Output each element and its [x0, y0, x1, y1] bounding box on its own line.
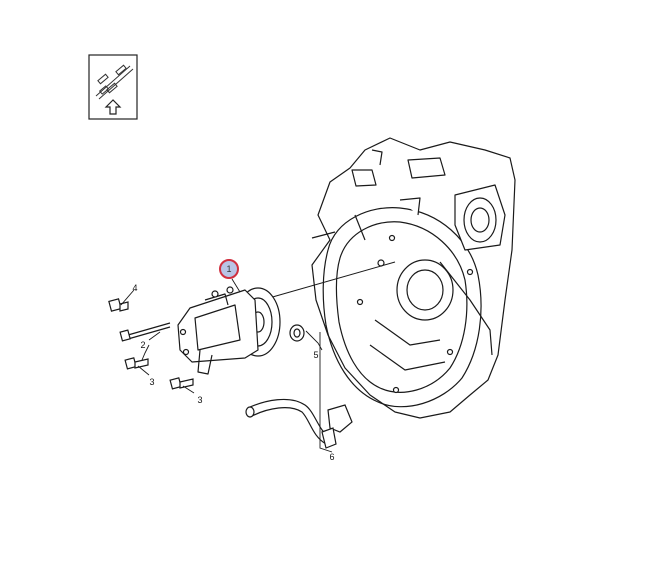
svg-text:2: 2	[140, 340, 145, 350]
svg-text:1: 1	[226, 264, 231, 274]
callout-6: 6	[329, 452, 334, 462]
orientation-arrow-icon	[88, 54, 138, 120]
callout-leaders	[120, 278, 333, 453]
callout-3b: 3	[197, 395, 202, 405]
up-arrow-icon	[104, 99, 122, 115]
alignment-line	[261, 261, 396, 301]
fitting-5	[289, 324, 305, 342]
callout-4: 4	[132, 283, 137, 293]
bolt-3b	[169, 377, 194, 390]
bolt-3a	[124, 357, 149, 370]
bolt-2	[119, 322, 171, 342]
callout-2: 2	[140, 340, 145, 350]
ac-compressor	[177, 286, 281, 375]
svg-text:6: 6	[329, 452, 334, 462]
callout-5: 5	[313, 350, 318, 360]
hose-6	[245, 398, 353, 449]
svg-text:4: 4	[132, 283, 137, 293]
callout-3a: 3	[149, 377, 154, 387]
callout-1: 1	[219, 259, 239, 279]
svg-text:3: 3	[197, 395, 202, 405]
svg-text:3: 3	[149, 377, 154, 387]
engine-block-bell-housing	[311, 137, 516, 419]
svg-text:5: 5	[313, 350, 318, 360]
